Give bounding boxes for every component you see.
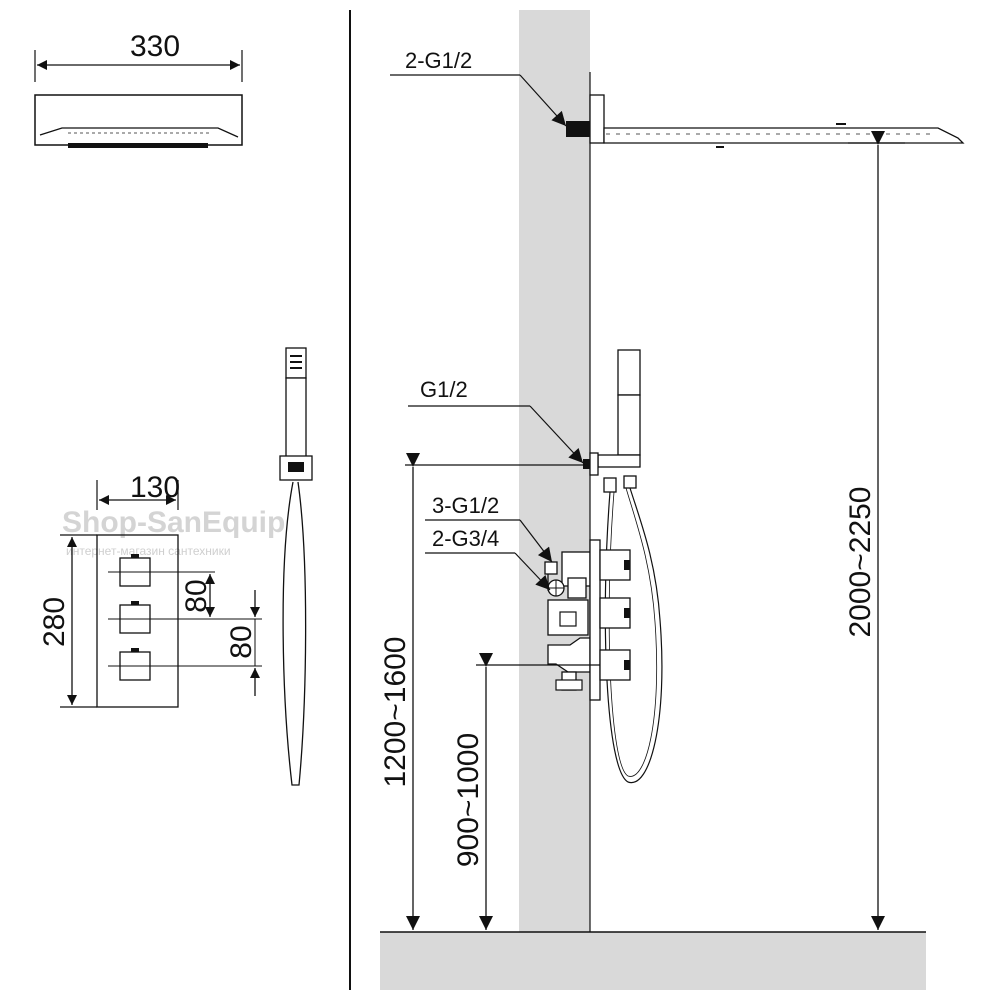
control-panel-front-view: 130 280 80 80 xyxy=(38,471,262,708)
floor xyxy=(380,932,926,990)
wall-outlet-elbow xyxy=(597,454,641,468)
panel-plate xyxy=(96,534,179,708)
watermark-tagline: интернет-магазин сантехники xyxy=(66,544,231,558)
rain-inlet-leader xyxy=(519,74,567,127)
hand-shower-front-view xyxy=(279,347,313,786)
wall xyxy=(519,10,590,990)
knob-spacing-upper-label: 80 xyxy=(180,579,213,612)
rain-head-body-side xyxy=(603,127,965,144)
rain-inlet-label: 2-G1/2 xyxy=(405,48,472,73)
watermark-brand: Shop-SanEquip xyxy=(62,506,285,539)
valve-outlets-label: 3-G1/2 xyxy=(432,493,499,518)
hand-shower-hose xyxy=(282,481,307,786)
rain-head-wall-bracket xyxy=(589,94,605,144)
rain-head-side-view xyxy=(566,94,965,148)
head-height-label: 2000~2250 xyxy=(844,487,877,638)
valve-height-label: 900~1000 xyxy=(452,733,485,867)
rain-head-body xyxy=(34,94,243,146)
panel-side-plate xyxy=(589,539,601,701)
rain-head-nozzle-plate xyxy=(68,143,208,148)
concealed-valve-body xyxy=(544,551,591,691)
rain-head-inlet-connector xyxy=(566,121,590,137)
hand-inlet-label: G1/2 xyxy=(420,377,468,402)
top-view-rain-head: 330 xyxy=(34,30,243,148)
panel-height-label: 280 xyxy=(38,597,71,647)
hand-shower-side-hose xyxy=(604,487,663,784)
watermark: Shop-SanEquip интернет-магазин сантехник… xyxy=(62,506,285,558)
valve-outlets-leader xyxy=(519,519,553,563)
hand-shower-side-handle xyxy=(617,394,641,456)
panel-width-label: 130 xyxy=(130,471,180,504)
hand-inlet-height-label: 1200~1600 xyxy=(379,637,412,788)
hand-shower-handle xyxy=(285,377,307,459)
knob-spacing-lower-label: 80 xyxy=(225,625,258,658)
valve-inlets-label: 2-G3/4 xyxy=(432,526,499,551)
hand-shower-side-view xyxy=(583,349,663,784)
valve-inlets-leader xyxy=(514,552,551,591)
hand-inlet-leader xyxy=(529,405,584,464)
control-panel-side-view xyxy=(589,539,631,701)
top-view-width-label: 330 xyxy=(130,30,180,63)
